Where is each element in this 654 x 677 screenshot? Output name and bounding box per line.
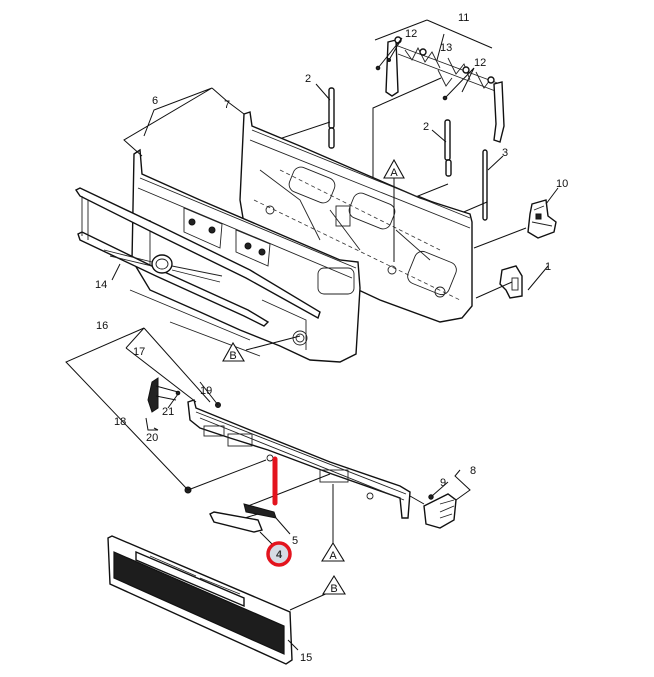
gas-strut-left[interactable] — [328, 87, 335, 149]
callout-12[interactable]: 12 — [405, 28, 417, 40]
callout-1[interactable]: 1 — [545, 261, 551, 273]
grille-emblem-trim[interactable] — [74, 187, 321, 357]
callout-6[interactable]: 6 — [152, 95, 158, 107]
reference-marker-label: A — [329, 550, 337, 562]
reference-marker-label: A — [390, 167, 398, 179]
callout-21[interactable]: 21 — [162, 406, 174, 418]
reference-marker-b: B — [222, 341, 245, 362]
callout-9[interactable]: 9 — [440, 477, 446, 489]
callout-5[interactable]: 5 — [292, 535, 298, 547]
reference-marker-label: B — [330, 583, 337, 595]
callout-2[interactable]: 2 — [423, 121, 429, 133]
callout-12[interactable]: 12 — [474, 57, 486, 69]
side-marker[interactable] — [147, 377, 159, 413]
callout-10[interactable]: 10 — [556, 178, 568, 190]
callout-11[interactable]: 11 — [458, 12, 469, 24]
gas-strut-right[interactable] — [444, 119, 452, 177]
callout-13[interactable]: 13 — [440, 42, 452, 54]
reference-marker-b: B — [322, 574, 346, 595]
callout-19[interactable]: 19 — [200, 385, 212, 397]
callout-17[interactable]: 17 — [133, 346, 145, 358]
highlighted-callout-label: 4 — [276, 549, 283, 561]
callout-7[interactable]: 7 — [224, 99, 230, 111]
corner-trim[interactable] — [423, 493, 457, 529]
lower-grille[interactable] — [107, 535, 293, 665]
reference-marker-a: A — [383, 158, 405, 179]
callout-3[interactable]: 3 — [502, 147, 508, 159]
callout-18[interactable]: 18 — [114, 416, 126, 428]
callout-8[interactable]: 8 — [470, 465, 476, 477]
lower-trim-panel[interactable] — [187, 399, 411, 519]
callout-2[interactable]: 2 — [305, 73, 311, 85]
support-rod[interactable] — [482, 149, 488, 221]
reference-marker-a: A — [321, 541, 345, 562]
callout-14[interactable]: 14 — [95, 279, 107, 291]
hinge-latch[interactable] — [527, 199, 557, 239]
callout-20[interactable]: 20 — [146, 432, 158, 444]
callout-16[interactable]: 16 — [96, 320, 108, 332]
highlighted-callout-4[interactable]: 4 — [266, 541, 292, 567]
inner-front-panel[interactable] — [239, 111, 473, 323]
callout-15[interactable]: 15 — [300, 652, 312, 664]
grille-handle[interactable] — [209, 511, 263, 533]
reference-marker-label: B — [229, 350, 236, 362]
